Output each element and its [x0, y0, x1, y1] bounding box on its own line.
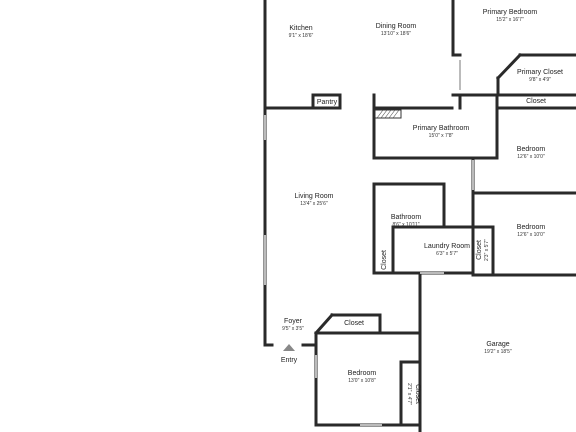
entry-arrow-icon — [283, 344, 295, 351]
bedroom-a-dim: 12'6" x 10'0" — [517, 154, 545, 160]
closet-bath-label: Closet — [381, 250, 388, 270]
kitchen-label: Kitchen — [289, 25, 312, 32]
bedroom-a-label: Bedroom — [517, 146, 546, 153]
closet-bed-dim: 2'1" x 4'7" — [406, 383, 412, 405]
kitchen-dim: 9'1" x 18'6" — [289, 33, 314, 39]
closet-foyer-label: Closet — [344, 320, 364, 327]
bedroom-b-label: Bedroom — [517, 224, 546, 231]
primary-bedroom-label: Primary Bedroom — [483, 9, 538, 16]
garage-label: Garage — [486, 341, 509, 348]
foyer-dim: 9'5" x 3'5" — [282, 326, 304, 332]
dining-dim: 13'10" x 18'6" — [381, 31, 411, 37]
living-dim: 13'4" x 25'6" — [300, 201, 328, 207]
closet-top-label: Closet — [526, 98, 546, 105]
bedroom-c-dim: 13'0" x 10'8" — [348, 378, 376, 384]
primary-closet-dim: 9'8" x 4'9" — [529, 77, 551, 83]
primary-closet-label: Primary Closet — [517, 69, 563, 76]
closet-laundry-label: Closet — [476, 240, 483, 260]
primary-bedroom-dim: 15'2" x 16'7" — [496, 17, 524, 23]
walls — [263, 0, 576, 432]
closet-bed-label: Closet — [414, 384, 421, 404]
pantry-label: Pantry — [317, 99, 338, 106]
dining-label: Dining Room — [376, 23, 417, 30]
entry-label: Entry — [281, 357, 298, 364]
room-labels: Kitchen 9'1" x 18'6" Dining Room 13'10" … — [281, 9, 563, 405]
primary-bath-dim: 15'0" x 7'8" — [429, 133, 454, 139]
vanity-hatch — [376, 109, 400, 119]
bathroom-label: Bathroom — [391, 214, 422, 221]
primary-bath-label: Primary Bathroom — [413, 125, 470, 132]
laundry-label: Laundry Room — [424, 243, 470, 250]
garage-dim: 19'2" x 18'5" — [484, 349, 512, 355]
windows — [264, 60, 474, 426]
closet-laundry-dim: 2'3" x 5'7" — [484, 239, 490, 261]
living-label: Living Room — [295, 193, 334, 200]
foyer-label: Foyer — [284, 318, 303, 325]
bedroom-c-label: Bedroom — [348, 370, 377, 377]
bedroom-b-dim: 12'6" x 10'0" — [517, 232, 545, 238]
laundry-dim: 6'3" x 5'7" — [436, 251, 458, 257]
bathroom-dim: 8'6" x 10'11" — [392, 222, 419, 228]
